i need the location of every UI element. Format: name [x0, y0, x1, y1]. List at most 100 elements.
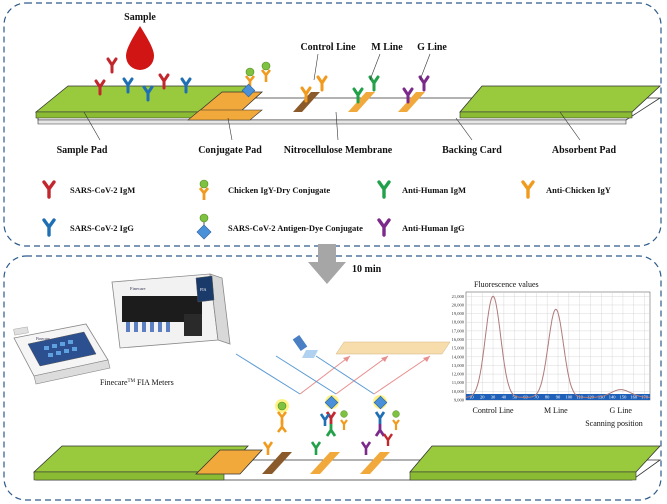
down-arrow-icon — [308, 244, 346, 284]
chart-x-tick-label: 140 — [609, 395, 617, 400]
chart-category-label: Control Line — [473, 406, 515, 415]
analyzer-device: Finecare FIA — [111, 273, 231, 349]
membrane-label: Nitrocellulose Membrane — [284, 145, 393, 156]
legend-anti-igm-label: Anti-Human IgM — [402, 185, 466, 195]
chicken-conjugate-icon — [260, 61, 272, 82]
chart-x-tick-label: 30 — [491, 395, 496, 400]
top-panel-frame — [3, 2, 662, 247]
sample-pad-pointer — [83, 111, 101, 141]
chart-x-tick-label: 40 — [502, 395, 507, 400]
chart-x-tick-label: 10 — [469, 395, 474, 400]
bottom-absorbent-pad-side — [409, 471, 637, 481]
legend-igg-icon — [42, 218, 56, 237]
legend-antigen-conjugate-icon — [196, 213, 212, 240]
bound-m-complex — [310, 395, 348, 455]
igm-antibody-icon — [106, 57, 118, 74]
scan-window — [335, 341, 451, 355]
bottom-m-band — [310, 452, 340, 474]
anti-chicken-igy-icon — [300, 86, 312, 103]
chart-category-label: G Line — [610, 406, 633, 415]
bottom-sample-pad-side — [33, 471, 225, 481]
chart-y-tick-label: 19,000 — [452, 311, 465, 317]
chart-x-tick-label: 20 — [480, 395, 485, 400]
meter-screen-brand: Finecare — [36, 336, 50, 341]
fia-meter-device: Finecare — [13, 323, 111, 385]
chart-x-tick-label: 130 — [598, 395, 606, 400]
chart-y-tick-label: 11,000 — [452, 380, 465, 386]
legend-chicken-conjugate-label: Chicken IgY-Dry Conjugate — [228, 185, 330, 195]
analyzer-screen — [195, 275, 215, 303]
control-line-pointer — [313, 53, 319, 81]
chart-y-ticks: 21,00020,00019,00018,00017,00016,00015,0… — [452, 294, 465, 404]
meter-caption-tm: TM — [128, 379, 136, 384]
chart-y-tick-label: 15,000 — [452, 346, 465, 352]
conjugate-pad-lower — [187, 109, 263, 121]
membrane-pointer — [335, 111, 339, 141]
anti-human-igm-icon — [352, 87, 364, 104]
control-line-label: Control Line — [300, 42, 356, 53]
sample-label: Sample — [124, 12, 156, 23]
legend: SARS-CoV-2 IgM SARS-CoV-2 IgG Chicken Ig… — [42, 179, 611, 240]
igg-antibody-icon — [142, 85, 154, 102]
m-line-label: M Line — [371, 42, 403, 53]
chart-x-tick-label: 70 — [534, 395, 539, 400]
legend-igm-label: SARS-CoV-2 IgM — [70, 185, 135, 195]
chart-title: Fluorescence values — [474, 280, 539, 289]
chart-x-tick-label: 160 — [630, 395, 638, 400]
bottom-absorbent-pad — [409, 445, 661, 473]
svg-text:Finecare: Finecare — [130, 286, 146, 291]
meter-caption: FinecareTM FIA Meters — [100, 378, 174, 387]
chart-y-tick-label: 16,000 — [452, 337, 465, 343]
chart-x-tick-label: 90 — [556, 395, 561, 400]
analyzer-screen-tag: FIA — [200, 287, 207, 292]
meter-caption-brand: Finecare — [100, 378, 128, 387]
backing-card-pointer — [455, 117, 473, 141]
bound-control-complex — [262, 401, 288, 455]
g-line-band — [398, 92, 425, 112]
absorbent-pad-pointer — [559, 111, 581, 141]
legend-chicken-conjugate-icon — [198, 179, 210, 200]
chart-x-tick-label: 150 — [620, 395, 628, 400]
legend-igg-label: SARS-CoV-2 IgG — [70, 223, 134, 233]
legend-igm-icon — [42, 180, 56, 199]
legend-anti-chicken-icon — [521, 180, 535, 199]
legend-anti-igg-label: Anti-Human IgG — [402, 223, 465, 233]
chart-y-tick-label: 10,000 — [452, 389, 465, 395]
absorbent-pad-side — [459, 111, 633, 119]
bottom-g-band — [360, 452, 390, 474]
legend-anti-igm-icon — [377, 180, 391, 199]
conjugate-pad-pointer — [227, 117, 233, 141]
anti-human-igg-icon — [402, 87, 414, 104]
chart-y-tick-label: 20,000 — [452, 302, 465, 308]
igg-antibody-icon — [180, 77, 192, 94]
chart-y-tick-label: 13,000 — [452, 363, 465, 369]
legend-anti-igg-icon — [377, 218, 391, 237]
chart-category-label: M Line — [544, 406, 568, 415]
chart-y-tick-label: 18,000 — [452, 320, 465, 326]
chart-x-tick-label: 80 — [545, 395, 550, 400]
chart-y-tick-label: 12,000 — [452, 372, 465, 378]
sample-drop-icon — [126, 26, 154, 70]
absorbent-pad — [459, 85, 662, 113]
chart-x-axis-band — [466, 394, 650, 400]
chart-x-tick-label: 50 — [512, 395, 517, 400]
meter-caption-rest: FIA Meters — [135, 378, 174, 387]
scan-beams — [235, 353, 431, 395]
bottom-conjugate-pad — [195, 449, 263, 475]
chart-y-tick-label: 9,000 — [454, 398, 465, 404]
chart-y-tick-label: 14,000 — [452, 354, 465, 360]
anti-chicken-igy-icon — [316, 75, 328, 92]
g-line-pointer — [419, 53, 431, 81]
g-line-label: G Line — [417, 42, 447, 53]
optics-light — [302, 350, 318, 358]
chart-category-labels: Control Line M Line G Line — [473, 406, 633, 415]
legend-antigen-conjugate-label: SARS-CoV-2 Antigen-Dye Conjugate — [228, 223, 363, 233]
bound-g-complex — [360, 395, 400, 455]
absorbent-pad-label: Absorbent Pad — [552, 145, 617, 156]
m-line-pointer — [369, 53, 381, 81]
m-line-band — [348, 92, 375, 112]
igm-antibody-icon — [94, 79, 106, 96]
bottom-control-band — [262, 452, 292, 474]
